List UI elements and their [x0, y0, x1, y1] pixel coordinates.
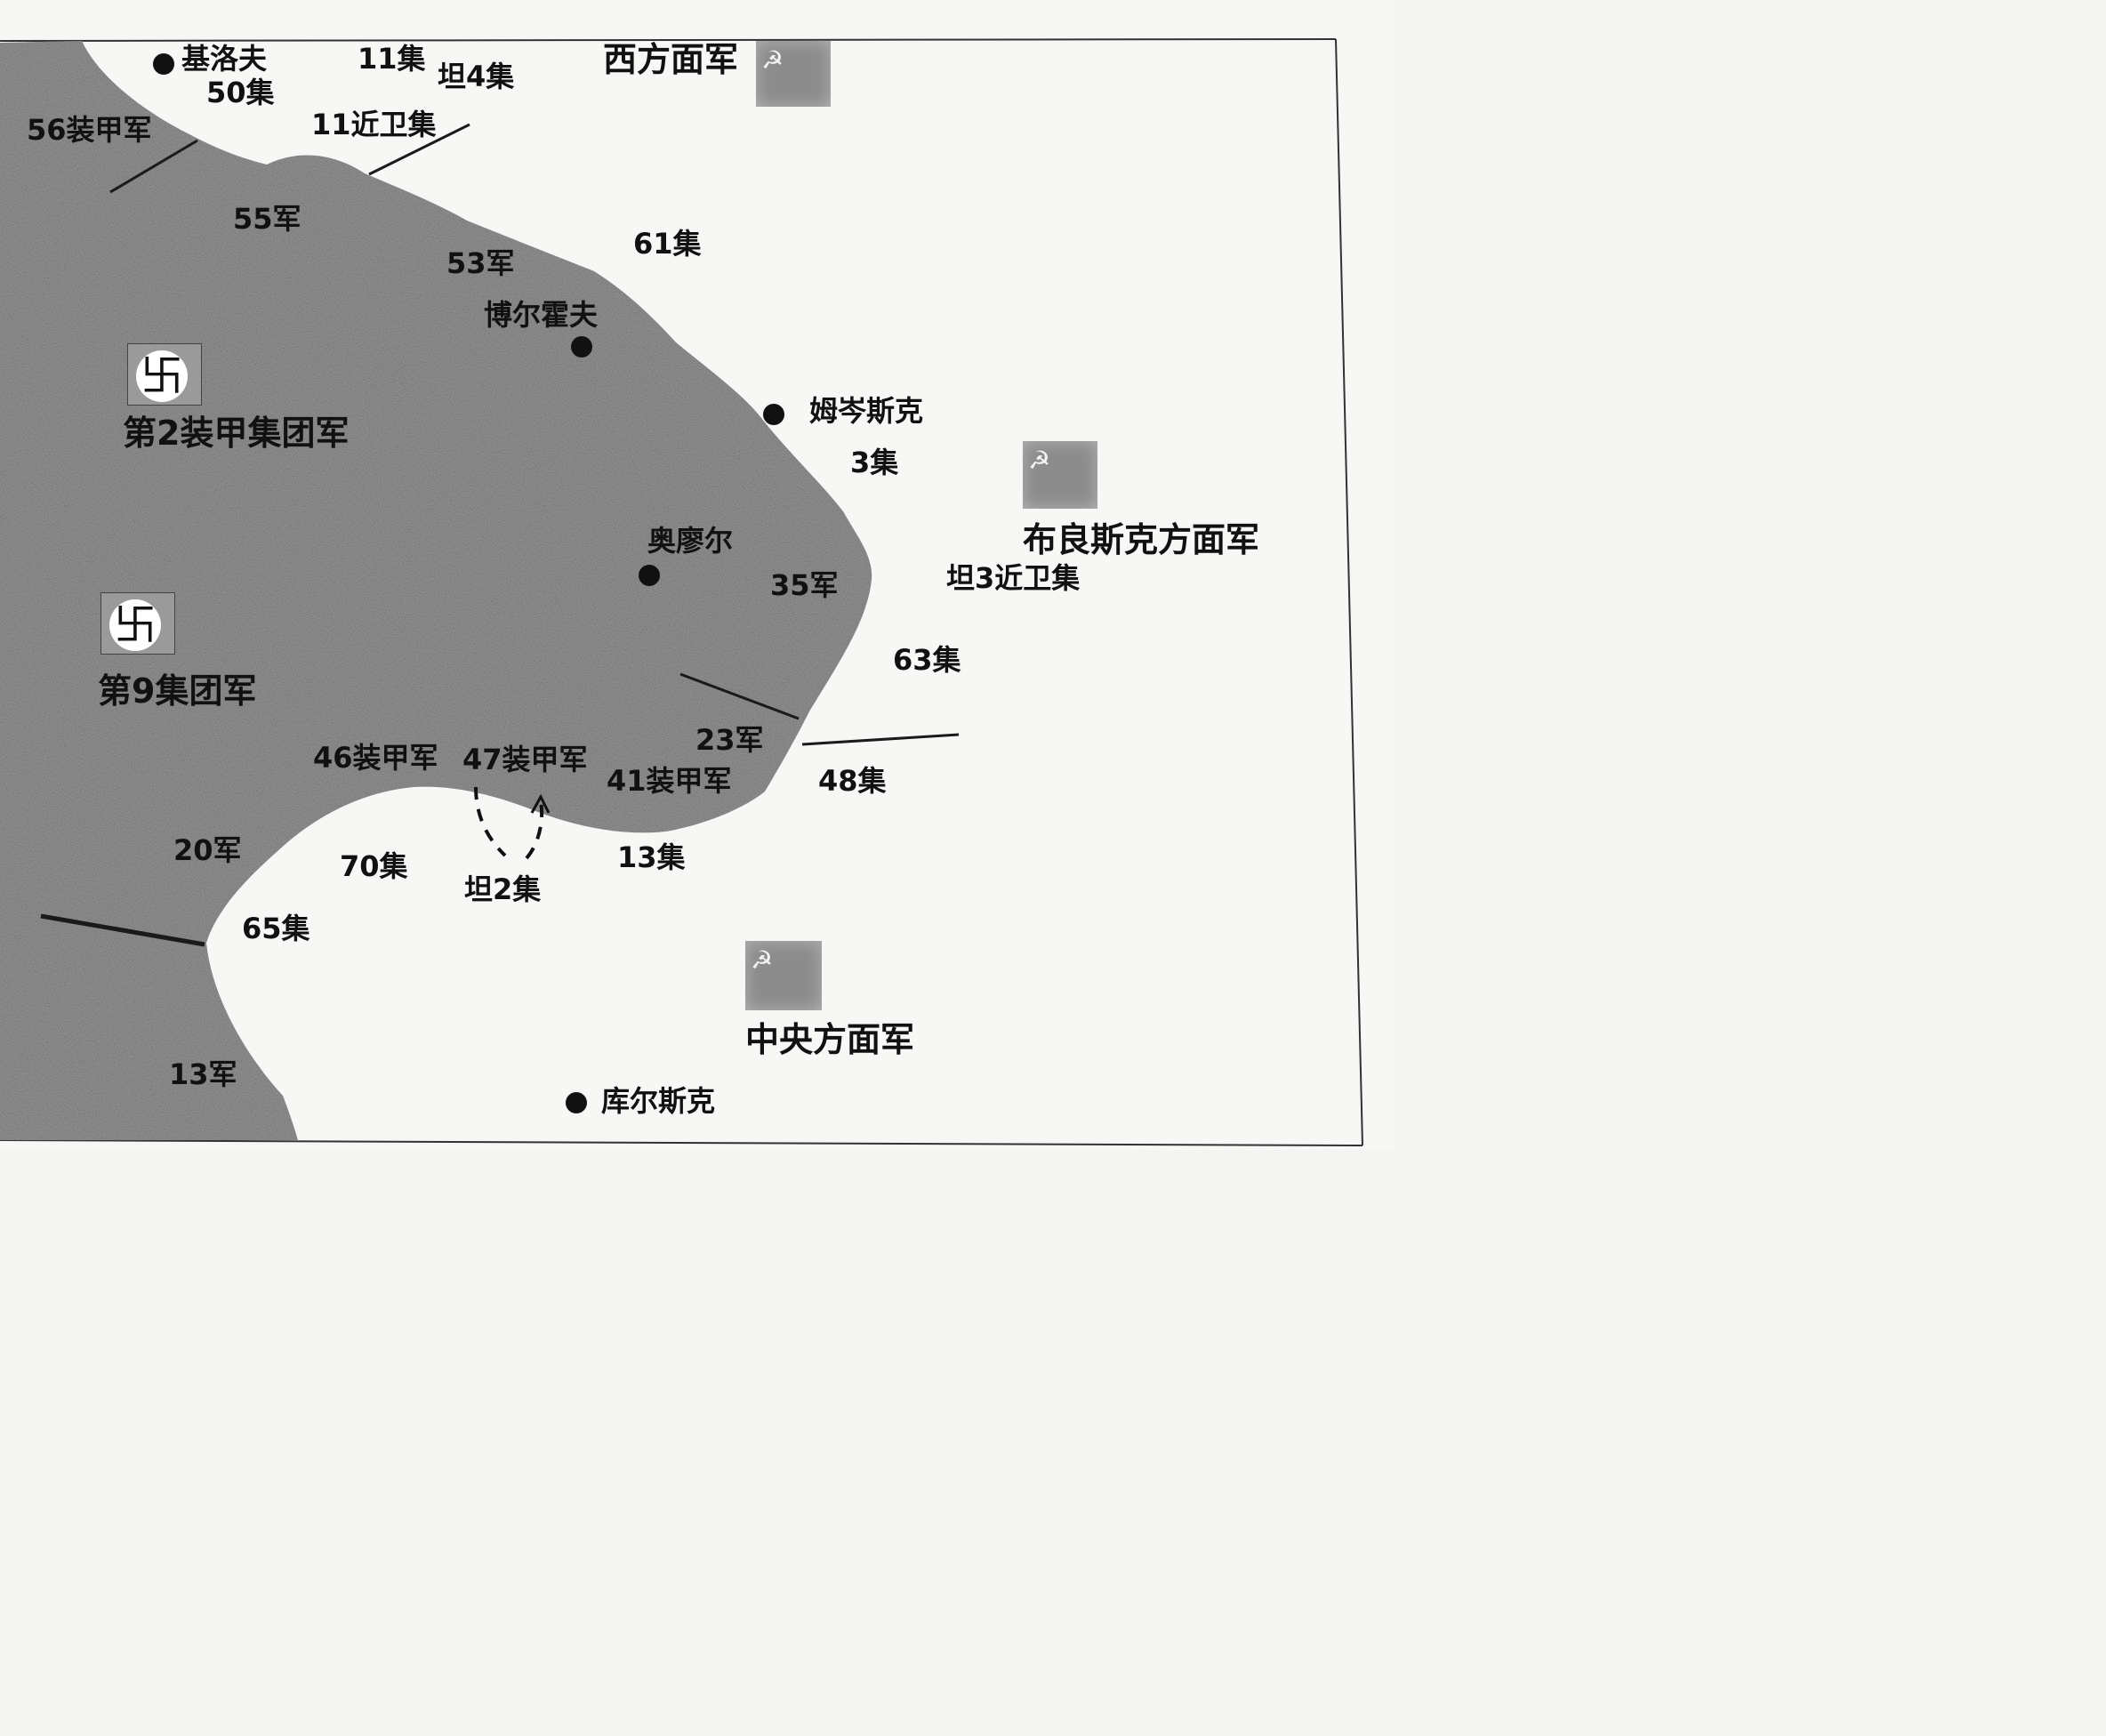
army-label-65: 65集 — [242, 912, 310, 945]
corps-label-47-panzer: 47装甲军 — [462, 743, 588, 776]
army-label-3: 3集 — [850, 446, 899, 479]
front-label-western: 西方面军 — [603, 40, 739, 79]
map: 卐 卐 ☭ ☭ ☭ 基洛夫 博尔霍夫 姆岑斯克 奥廖尔 库尔斯克 西方面军 布良… — [0, 0, 1395, 1150]
city-label-mtsensk: 姆岑斯克 — [809, 394, 924, 428]
army-label-13: 13集 — [617, 840, 686, 874]
city-dot-orel — [639, 565, 660, 586]
city-dot-kursk — [566, 1092, 587, 1113]
city-label-orel: 奥廖尔 — [647, 524, 734, 558]
army-label-11: 11集 — [358, 42, 426, 76]
corps-label-13: 13军 — [169, 1057, 237, 1091]
army-label-48: 48集 — [818, 764, 887, 798]
army-label-panzer-army-2: 第2装甲集团军 — [123, 414, 350, 453]
swastika-icon: 卐 — [127, 343, 202, 406]
corps-label-35: 35军 — [770, 568, 839, 602]
army-label-63: 63集 — [893, 643, 961, 677]
corps-label-56-panzer: 56装甲军 — [27, 113, 152, 147]
corps-label-23: 23军 — [695, 723, 764, 757]
city-dot-bolkhov — [571, 336, 592, 358]
city-dot-kirov — [153, 53, 174, 75]
hammer-sickle-icon: ☭ — [745, 941, 822, 1010]
army-label-61: 61集 — [633, 227, 702, 261]
front-line-northwest — [109, 139, 198, 194]
swastika-glyph: 卐 — [109, 599, 161, 651]
front-label-central: 中央方面军 — [745, 1020, 915, 1059]
city-label-kirov: 基洛夫 — [181, 42, 268, 76]
corps-label-55: 55军 — [233, 202, 301, 236]
attack-arrow-path — [474, 786, 544, 860]
corps-label-20: 20军 — [173, 833, 242, 867]
army-label-army-9: 第9集团军 — [98, 671, 257, 711]
hammer-sickle-icon: ☭ — [1023, 441, 1097, 509]
city-dot-mtsensk — [763, 404, 784, 425]
attack-arrow-head — [530, 793, 551, 814]
front-line-east — [679, 672, 800, 720]
city-label-kursk: 库尔斯克 — [601, 1084, 716, 1118]
army-label-50: 50集 — [206, 76, 275, 109]
city-label-bolkhov: 博尔霍夫 — [484, 298, 599, 332]
army-label-tank-4: 坦4集 — [438, 60, 515, 93]
corps-label-53: 53军 — [446, 246, 515, 280]
front-line-north — [368, 123, 470, 176]
hammer-sickle-glyph: ☭ — [761, 45, 784, 75]
front-label-bryansk: 布良斯克方面军 — [1023, 520, 1260, 559]
corps-label-41-panzer: 41装甲军 — [607, 764, 732, 798]
map-graphics — [0, 38, 1363, 1146]
army-label-tank-2: 坦2集 — [464, 872, 542, 906]
army-label-11-guards: 11近卫集 — [311, 108, 437, 141]
army-label-70: 70集 — [340, 849, 408, 883]
german-territory — [0, 41, 872, 1140]
map-border-right — [1335, 38, 1363, 1146]
front-line-southeast — [801, 733, 960, 746]
swastika-icon: 卐 — [100, 592, 175, 655]
hammer-sickle-icon: ☭ — [756, 41, 831, 107]
map-border-bottom — [0, 1139, 1363, 1146]
hammer-sickle-glyph: ☭ — [1028, 446, 1051, 475]
army-label-3-guards-tank: 坦3近卫集 — [946, 561, 1081, 595]
front-line-southwest — [40, 913, 205, 947]
hammer-sickle-glyph: ☭ — [751, 945, 774, 975]
swastika-glyph: 卐 — [136, 350, 188, 402]
map-border-top — [0, 38, 1337, 42]
corps-label-46-panzer: 46装甲军 — [313, 741, 438, 775]
